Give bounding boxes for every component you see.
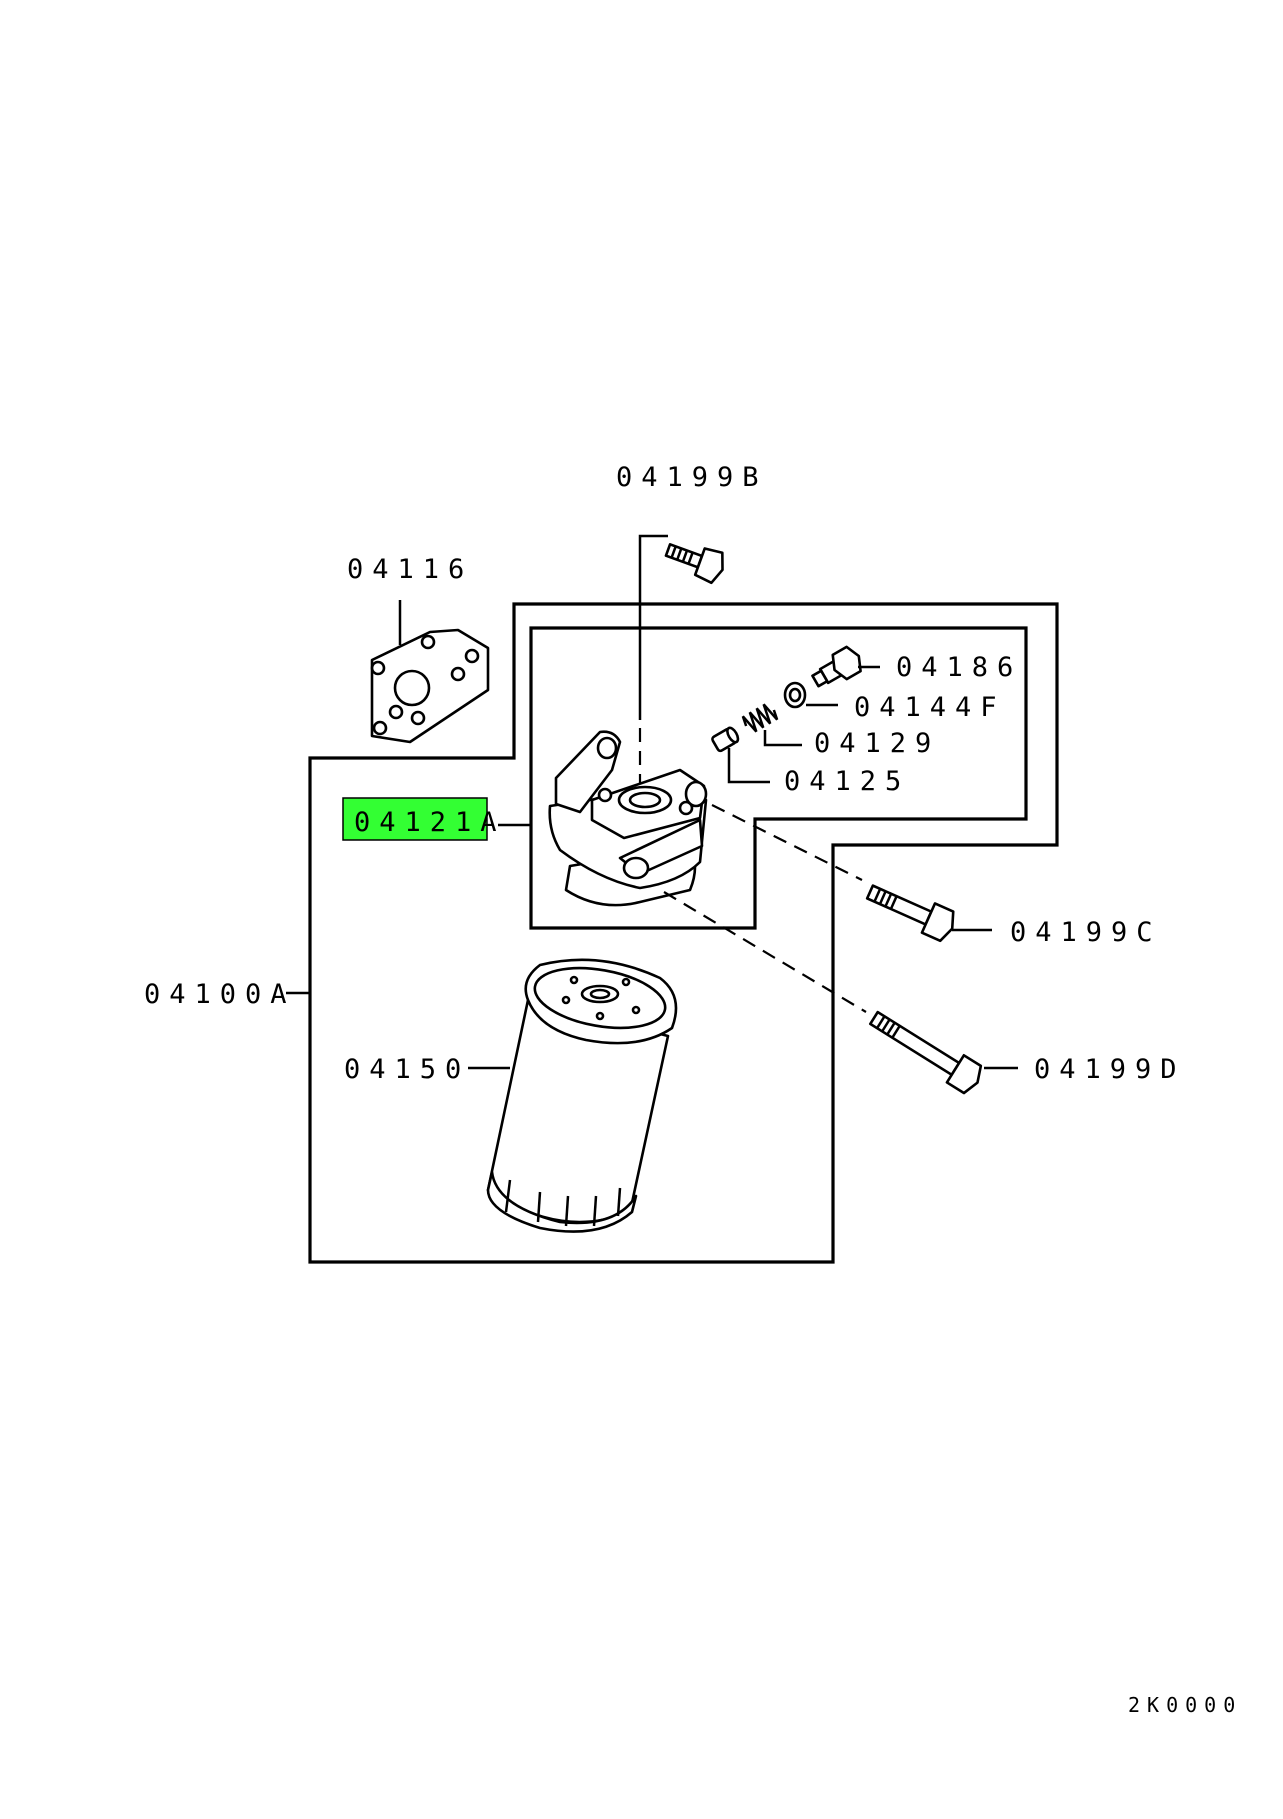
label-04150[interactable]: 04150 bbox=[344, 1054, 470, 1085]
highlight-box-04121A bbox=[342, 797, 488, 841]
subassembly-frame-04121A bbox=[529, 626, 1028, 930]
bolt-04199B-shape[interactable] bbox=[663, 535, 728, 585]
label-04199D[interactable]: 04199D bbox=[1034, 1054, 1186, 1085]
diagram-code: 2K0000 bbox=[1128, 1693, 1242, 1717]
washer-04144F-shape[interactable] bbox=[783, 681, 807, 709]
spring-04129-shape[interactable] bbox=[741, 701, 779, 734]
filter-head-04121A-shape[interactable] bbox=[548, 730, 708, 907]
label-04100A[interactable]: 04100A bbox=[144, 979, 296, 1010]
bolt-04199C-shape[interactable] bbox=[863, 877, 958, 943]
assembly-frame-04100A bbox=[308, 602, 1059, 1264]
oil-filter-04150-shape[interactable] bbox=[486, 958, 678, 1233]
label-04186[interactable]: 04186 bbox=[896, 652, 1022, 683]
label-04121A[interactable]: 04121A bbox=[354, 807, 506, 838]
label-04116[interactable]: 04116 bbox=[347, 554, 473, 585]
label-04199C[interactable]: 04199C bbox=[1010, 917, 1162, 948]
gasket-04116-shape[interactable] bbox=[370, 628, 490, 744]
label-04125[interactable]: 04125 bbox=[784, 766, 910, 797]
valve-04125-shape[interactable] bbox=[711, 726, 740, 753]
bolt-04199D-shape[interactable] bbox=[866, 1004, 986, 1096]
label-04199B[interactable]: 04199B bbox=[616, 462, 768, 493]
plug-04186-shape[interactable] bbox=[808, 644, 865, 693]
label-04129[interactable]: 04129 bbox=[814, 728, 940, 759]
label-04144F[interactable]: 04144F bbox=[854, 692, 1006, 723]
